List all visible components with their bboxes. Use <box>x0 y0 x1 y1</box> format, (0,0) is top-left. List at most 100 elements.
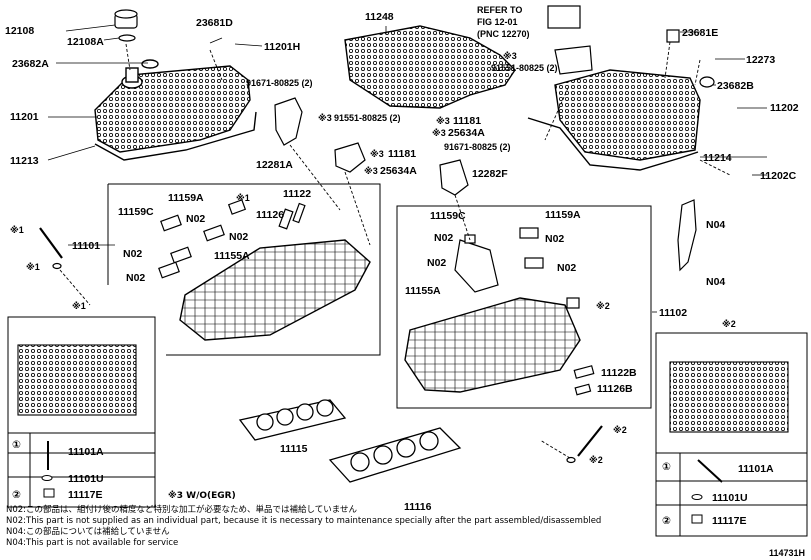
engine-cover <box>344 25 516 109</box>
label-11102: 11102 <box>659 307 687 319</box>
label-23681e: 23681E <box>682 27 718 39</box>
label-11155a-left: 11155A <box>214 250 250 262</box>
label-11159a-left: 11159A <box>168 192 204 204</box>
label-12108a: 12108A <box>67 36 104 48</box>
label-11248: 11248 <box>365 11 394 23</box>
mark-3-b: ※3 <box>370 149 384 159</box>
refer-line-2: FIG 12-01 <box>477 17 518 27</box>
left-cover-gasket <box>94 111 257 161</box>
right-tightening-sequence-diagram <box>669 361 789 433</box>
label-91551-left: 91551-80825 (2) <box>334 113 401 123</box>
mark-2-a: ※2 <box>596 301 610 311</box>
label-11201h: 11201H <box>264 41 300 53</box>
label-91671-right: 91671-80825 (2) <box>444 142 511 152</box>
mark-1-a: ※1 <box>236 193 250 203</box>
group-frames <box>7 183 808 537</box>
mark-1-d: ※1 <box>72 301 86 311</box>
legend-circle-2-right: ② <box>662 515 671 527</box>
label-11101a-right: 11101A <box>738 463 774 475</box>
left-cylinder-head-cover <box>94 59 251 153</box>
label-23682a: 23682A <box>12 58 49 70</box>
label-n04-a: N04 <box>706 219 725 231</box>
label-n02-b: N02 <box>229 231 248 243</box>
label-n04-b: N04 <box>706 276 725 288</box>
label-11159c-right: 11159C <box>430 210 466 222</box>
note-n02-ja: N02:この部品は、組付け後の精度など特別な加工が必要なため、単品では補給してい… <box>6 505 358 515</box>
label-n02-e: N02 <box>434 232 453 244</box>
right-cylinder-head-cover <box>554 69 701 161</box>
washer-icon-left <box>41 475 53 481</box>
right-head-gasket <box>328 427 462 483</box>
note-n04-en: N04:This part is not available for servi… <box>6 538 179 548</box>
label-11126b: 11126B <box>597 383 633 395</box>
camshaft-position-sensor-left <box>334 142 366 173</box>
right-camshaft-bearing-caps <box>454 227 544 293</box>
right-cylinder-head <box>404 297 581 393</box>
mark-3-d: ※3 <box>503 51 517 61</box>
label-n02-h: N02 <box>557 262 576 274</box>
label-12281a: 12281A <box>256 159 293 171</box>
label-23682b: 23682B <box>717 80 754 92</box>
label-11202c: 11202C <box>760 170 797 182</box>
refer-line-1: REFER TO <box>477 5 522 15</box>
label-11201: 11201 <box>10 111 39 123</box>
legend-circle-1-right: ① <box>662 461 671 473</box>
left-cylinder-head <box>179 239 371 341</box>
mark-3-e: ※3 <box>436 116 450 126</box>
water-outlet-gasket <box>554 45 593 75</box>
legend-circle-1-left: ① <box>12 439 21 451</box>
label-23681d: 23681D <box>196 17 233 29</box>
left-head-gasket <box>238 399 347 441</box>
label-11101u-left: 11101U <box>68 473 104 485</box>
left-tightening-sequence-diagram <box>17 344 137 416</box>
label-11116: 11116 <box>404 501 432 513</box>
label-11214: 11214 <box>703 152 732 164</box>
camshaft-oil-seal <box>574 383 592 396</box>
mark-1-b: ※1 <box>10 225 24 235</box>
spark-plug-tube-gasket-right <box>699 76 715 88</box>
label-11101u-right: 11101U <box>712 492 748 504</box>
bolt-icon-right <box>697 459 723 483</box>
mark-3-f: ※3 <box>432 128 446 138</box>
label-11159c-left: 11159C <box>118 206 154 218</box>
label-11159a-right: 11159A <box>545 209 581 221</box>
label-n02-f: N02 <box>545 233 564 245</box>
mark-2-b: ※2 <box>613 425 627 435</box>
cylinder-head-bolt-left <box>39 227 63 259</box>
bolt-washer-right <box>566 456 576 464</box>
label-11122b: 11122B <box>601 367 637 379</box>
dashed-assembly-lines <box>59 41 731 459</box>
label-91671-left: 91671-80825 (2) <box>246 78 313 88</box>
note-n02-en: N02:This part is not supplied as an indi… <box>6 516 602 526</box>
figure-code: 114731H <box>768 548 805 558</box>
label-11115: 11115 <box>280 443 308 455</box>
plug-icon-left <box>43 488 55 498</box>
mark-3-a: ※3 <box>318 113 332 123</box>
label-11117e-left: 11117E <box>68 489 102 501</box>
vsv-reference-part <box>547 5 581 29</box>
label-25634a-left: 25634A <box>380 165 417 177</box>
label-11101a-left: 11101A <box>68 446 104 458</box>
legend-circle-2-left: ② <box>12 489 21 501</box>
label-11122: 11122 <box>283 188 311 200</box>
note-n04-ja: N04:この部品については補給していません <box>6 527 170 537</box>
label-12108: 12108 <box>5 25 34 37</box>
engine-hanger-no2 <box>677 199 697 272</box>
label-11117e-right: 11117E <box>712 515 746 527</box>
leader-lines <box>47 24 767 313</box>
label-11213: 11213 <box>10 155 39 167</box>
left-camshaft-bearing-caps <box>158 199 306 279</box>
plug-right <box>666 29 680 43</box>
plug-2-right <box>566 297 580 309</box>
label-n02-g: N02 <box>427 257 446 269</box>
label-n02-c: N02 <box>123 248 142 260</box>
washer-icon-right <box>691 494 703 500</box>
engine-hanger-right <box>439 159 469 196</box>
plug-icon-right <box>691 514 703 524</box>
label-n02-a: N02 <box>186 213 205 225</box>
label-11155a-right: 11155A <box>405 285 441 297</box>
label-11202: 11202 <box>770 102 799 114</box>
label-11126: 11126 <box>256 209 284 221</box>
oil-filler-cap <box>114 9 138 42</box>
